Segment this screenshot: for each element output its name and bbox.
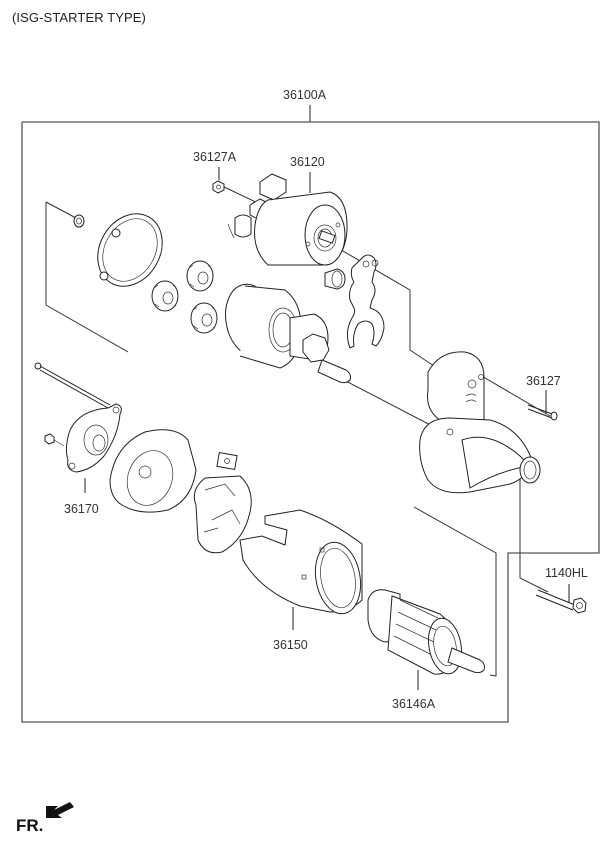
leader-lines [84, 167, 570, 690]
part-label-1140HL[interactable]: 1140HL [545, 566, 588, 580]
assembly-frame [21, 105, 600, 723]
dust-cover [324, 268, 346, 290]
part-label-36120[interactable]: 36120 [290, 155, 325, 169]
plunger [227, 214, 252, 239]
rear-cover [109, 429, 197, 513]
shift-lever [346, 254, 385, 349]
front-direction-arrow-icon [46, 802, 74, 818]
washer [73, 214, 85, 228]
overrunning-clutch [225, 283, 351, 384]
part-label-36170[interactable]: 36170 [64, 502, 99, 516]
through-bolt [34, 362, 111, 409]
mount-bolt-1140HL [535, 589, 587, 614]
front-bracket [419, 351, 541, 494]
screw [44, 433, 65, 447]
brush-plate-ring [97, 213, 163, 287]
diagram-title: (ISG-STARTER TYPE) [12, 10, 146, 25]
solenoid-36120 [249, 173, 348, 266]
part-label-36150[interactable]: 36150 [273, 638, 308, 652]
part-label-36127[interactable]: 36127 [526, 374, 561, 388]
armature-36146A [367, 589, 485, 675]
yoke-36150 [239, 509, 363, 615]
brush-holder [193, 451, 252, 554]
front-direction-label: FR. [16, 816, 44, 835]
rear-bracket-36170 [65, 403, 122, 473]
part-label-36146A[interactable]: 36146A [392, 697, 436, 711]
part-label-36127A[interactable]: 36127A [193, 150, 237, 164]
bolt-36127 [527, 404, 558, 421]
planetary-gears [151, 260, 218, 334]
part-label-36100A[interactable]: 36100A [283, 88, 327, 102]
nut-36127A [212, 180, 225, 194]
